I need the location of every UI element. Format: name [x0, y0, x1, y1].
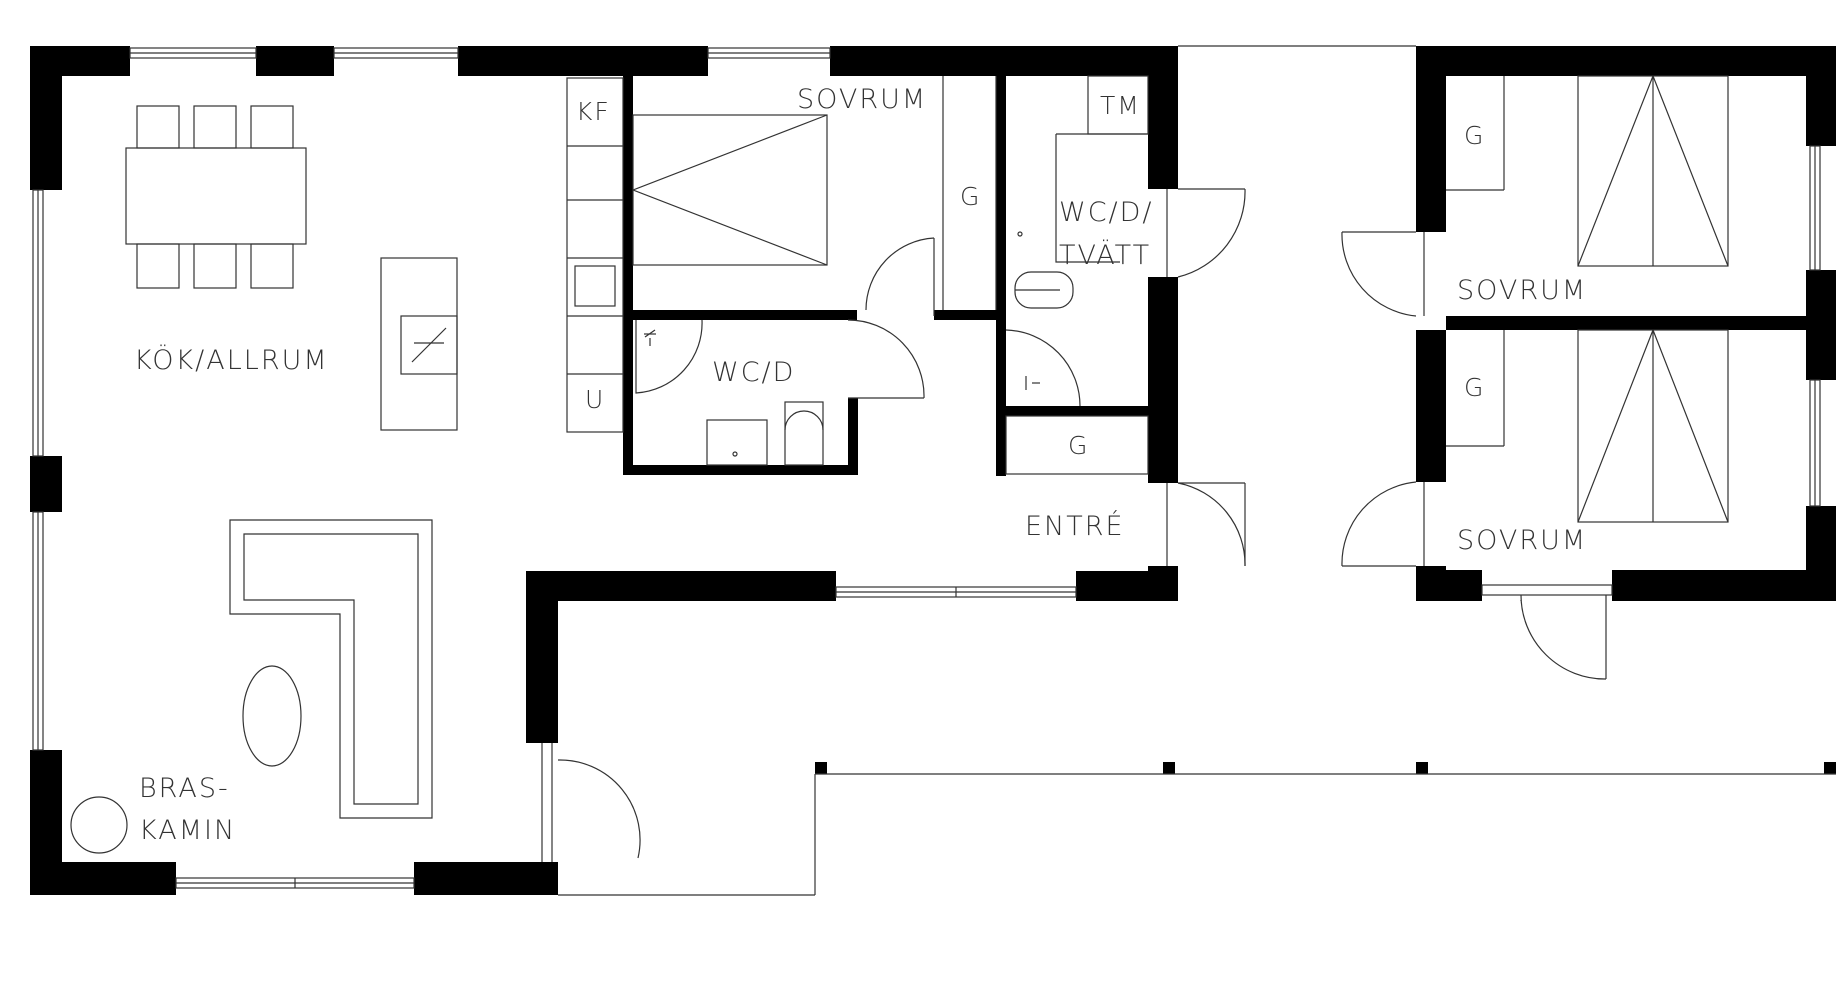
terrace-post: [815, 762, 827, 774]
window-right-east-2: [1809, 379, 1821, 507]
wall-left-top: [30, 46, 62, 190]
corner-sofa: [229, 519, 433, 819]
wall-right-bottom-left: [1416, 570, 1482, 601]
window-top-1: [129, 47, 257, 59]
fixture-label-g-upper-right: G: [1464, 121, 1485, 150]
wall-south-top: [526, 571, 836, 601]
wall-east-middle: [1148, 277, 1178, 483]
wall-right-west-middle: [1416, 330, 1446, 482]
fireplace-circle: [70, 796, 128, 854]
room-label-kok-allrum: KÖK/ALLRUM: [134, 344, 329, 376]
wall-right-divider: [1446, 316, 1806, 330]
wcd-door: [847, 319, 925, 399]
fixture-label-g-center: G: [960, 182, 981, 211]
room-label-entre: ENTRÉ: [1025, 510, 1125, 542]
room-label-sovrum-upper-right: SOVRUM: [1457, 275, 1587, 306]
south-door: [541, 743, 641, 862]
lower-right-exterior-door: [1481, 584, 1613, 680]
wall-right-east-upper: [1806, 46, 1836, 146]
upper-right-bed: [1577, 75, 1729, 267]
wcd-fixtures: [635, 319, 824, 466]
wall-east-lower: [1148, 566, 1178, 601]
wall-top-mid: [256, 46, 334, 76]
kitchen-island: [380, 257, 458, 431]
fixture-label-tm: TM: [1100, 91, 1141, 120]
tvatt-fixtures: [1005, 75, 1149, 407]
coffee-table: [242, 665, 302, 767]
window-left-1: [32, 189, 44, 457]
wall-wc-tvatt-south: [1006, 406, 1148, 416]
room-label-wc-d-tvatt-1: WC/D/: [1059, 197, 1154, 228]
center-bedroom-door: [865, 237, 935, 316]
wall-wcd-east: [848, 398, 858, 475]
fixture-label-u: U: [585, 385, 605, 414]
terrace-post: [1416, 762, 1428, 774]
wall-wcd-south: [623, 465, 858, 475]
fixture-label-g-lower-right: G: [1464, 373, 1485, 402]
room-label-braskamin-1: BRAS-: [139, 773, 230, 804]
dining-table: [125, 105, 307, 289]
lower-right-door: [1341, 481, 1425, 567]
hall-closet: [1005, 415, 1149, 475]
wall-left-mid: [30, 456, 62, 512]
wall-right-west-upper: [1416, 46, 1446, 232]
wall-sovrum-east-stub: [934, 310, 1006, 320]
terrace-post: [1163, 762, 1175, 774]
upper-right-wardrobe: [1446, 76, 1505, 191]
wall-right-bottom-right: [1612, 570, 1836, 601]
fixture-label-kf: KF: [576, 97, 611, 126]
window-top-3: [707, 47, 831, 59]
window-top-2: [333, 47, 459, 59]
thin-lines: [32, 45, 1836, 896]
window-right-east-1: [1809, 145, 1821, 271]
window-south: [835, 586, 1077, 598]
fixture-label-g-hall: G: [1068, 431, 1089, 460]
room-label-sovrum-center: SOVRUM: [797, 84, 927, 115]
wall-right-east-middle: [1806, 270, 1836, 380]
lower-right-wardrobe: [1446, 330, 1505, 447]
fixture-labels: KF U G TM G G G: [576, 91, 1485, 460]
wall-top-center: [458, 46, 708, 76]
room-label-sovrum-lower-right: SOVRUM: [1457, 525, 1587, 556]
wall-east-upper: [1148, 46, 1178, 189]
room-label-braskamin-2: KAMIN: [139, 815, 236, 846]
wall-bottom-left: [30, 862, 176, 895]
room-labels: KÖK/ALLRUM SOVRUM WC/D WC/D/ TVÄTT ENTRÉ…: [134, 84, 1587, 846]
upper-right-door: [1341, 231, 1425, 317]
terrace-post: [1824, 762, 1836, 774]
wall-sovrum-west: [623, 76, 633, 475]
lower-right-bed: [1577, 329, 1729, 523]
walls: [30, 46, 1836, 895]
room-label-wc-d: WC/D: [712, 357, 795, 388]
window-left-2: [32, 511, 44, 751]
center-bed: [632, 114, 828, 266]
wall-sovrum-wcd-divider: [633, 310, 857, 320]
wall-right-top: [1416, 46, 1836, 76]
room-label-wc-d-tvatt-2: TVÄTT: [1059, 239, 1151, 271]
entrance-door: [1166, 482, 1246, 567]
wall-wc-tvatt-west: [996, 76, 1006, 476]
center-wardrobe: [942, 76, 997, 310]
kitchen-counter: [566, 77, 624, 433]
tvatt-exterior-door: [1166, 188, 1246, 278]
wall-bottom-right: [414, 862, 558, 895]
window-bottom: [175, 877, 415, 889]
wall-top-right: [830, 46, 1178, 76]
